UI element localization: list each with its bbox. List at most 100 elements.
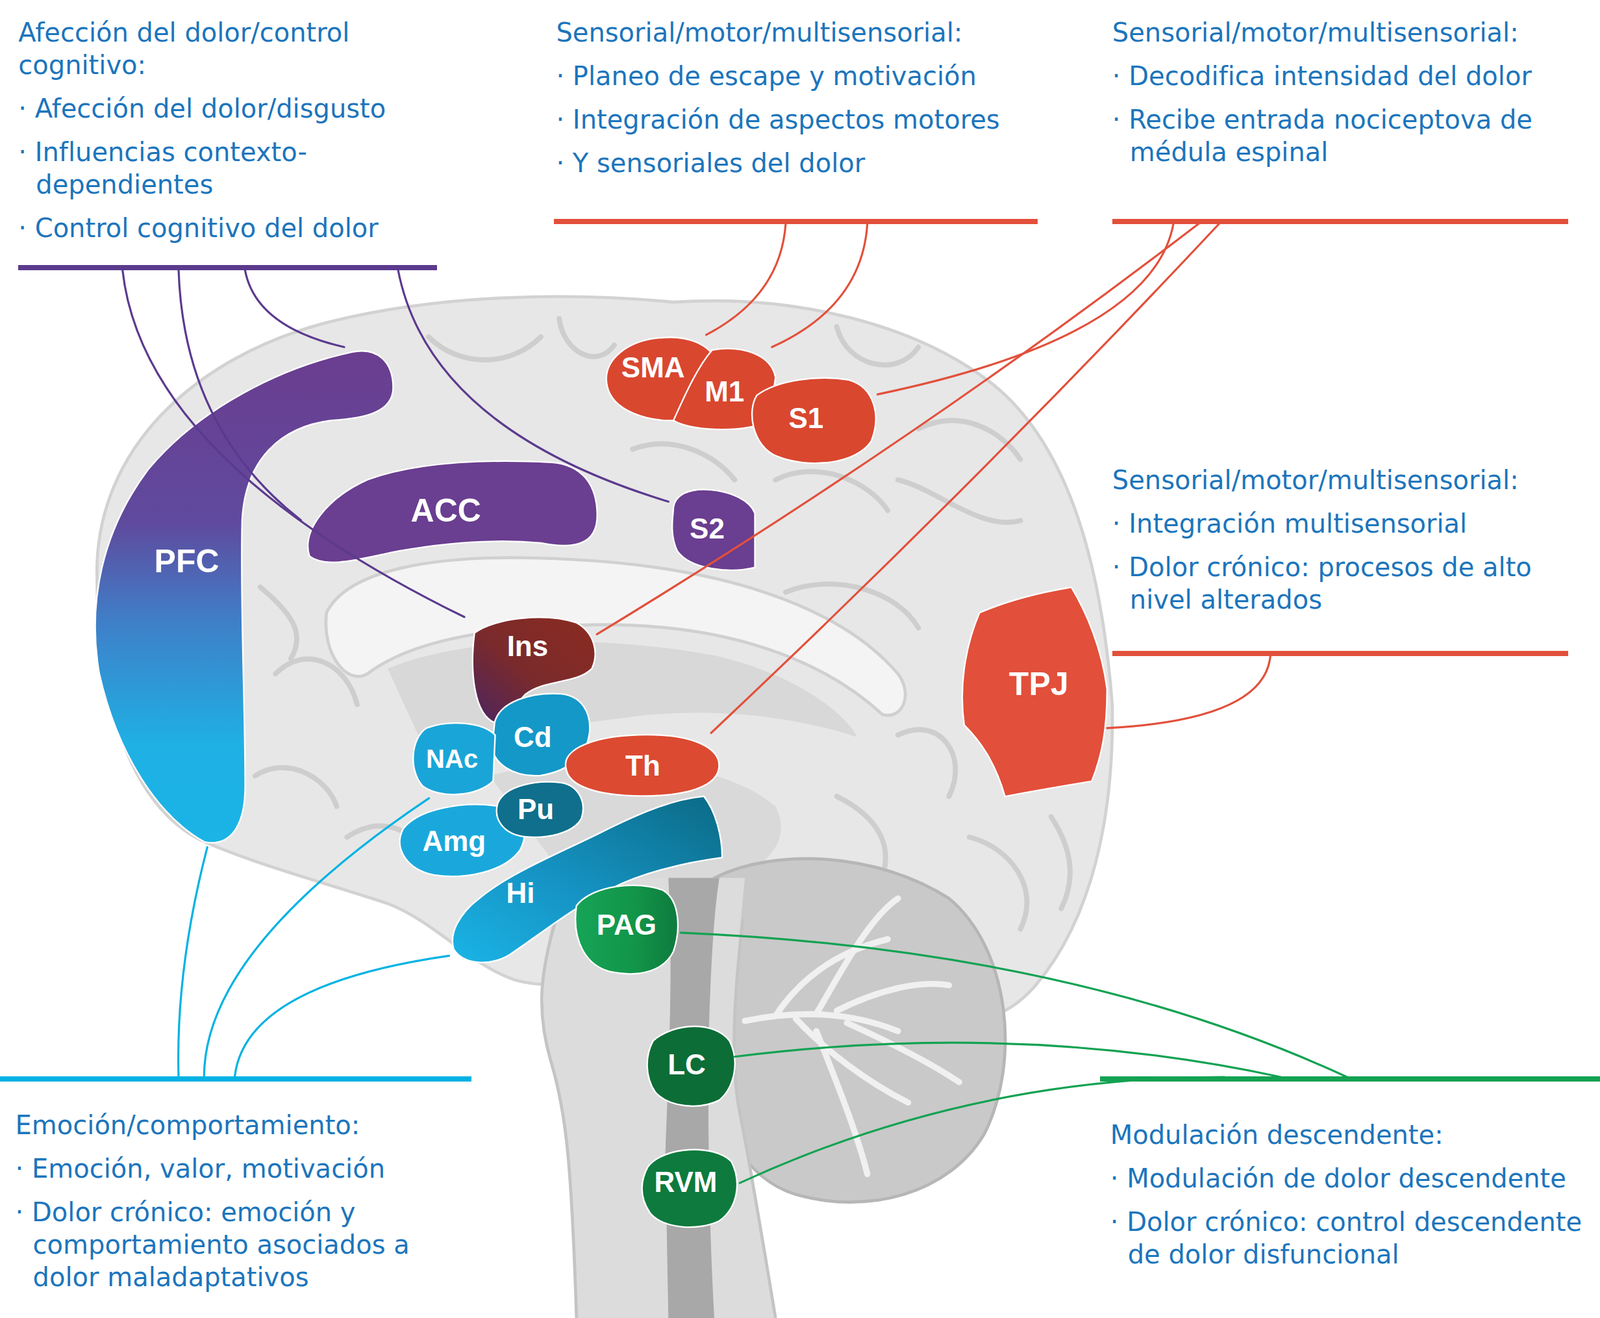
bullet-text: · Decodifica intensidad del dolor <box>1112 59 1569 93</box>
region-outline <box>647 1025 736 1106</box>
gyrus-line <box>918 420 1021 460</box>
leader-line <box>244 269 345 348</box>
bullet-text: · Control cognitivo del dolor <box>18 211 437 245</box>
group-heading: Emoción/comportamiento: <box>15 1108 472 1141</box>
gyrus-line <box>255 767 338 807</box>
gyrus-line <box>260 587 297 659</box>
brain-region: PAG <box>566 879 681 977</box>
region-outline <box>94 351 393 843</box>
region-label: NAc <box>425 745 478 772</box>
brain-region: ACC <box>301 459 598 562</box>
annotation-group: Emoción/comportamiento: · Emoción, valor,… <box>0 1075 472 1293</box>
leader-line <box>772 223 868 347</box>
region-label: Cd <box>513 722 552 752</box>
region-label: TPJ <box>1009 667 1069 700</box>
brainstem <box>543 877 776 1318</box>
arbor-branch <box>775 938 888 1016</box>
region-label: Th <box>625 751 661 780</box>
brainstem-edge <box>541 918 577 1318</box>
arbor-branch <box>816 898 899 1014</box>
arbor-branch <box>744 1013 899 1031</box>
annotation-group: Sensorial/motor/multisensorial:· Planeo … <box>553 16 1038 225</box>
gyrus-line <box>969 837 1028 929</box>
region-label: LC <box>667 1050 706 1079</box>
region-label: SMA <box>621 353 686 382</box>
annotation-group: Modulación descendente: · Modulación de d… <box>1100 1075 1600 1271</box>
bullet-text: · Dolor crónico: control descendente de … <box>1110 1205 1588 1271</box>
gyrus-line <box>898 479 1021 523</box>
region-outline <box>751 377 876 463</box>
bullet-text: · Recibe entrada nociceptova de médula e… <box>1112 103 1569 169</box>
leader-line <box>122 269 465 617</box>
arbor-vitae <box>744 898 960 1174</box>
leader-line <box>680 932 1347 1077</box>
gyrus-line <box>775 471 888 511</box>
group-heading: Modulación descendente: <box>1110 1118 1588 1151</box>
gyrus-line <box>428 337 541 360</box>
brainstem-edge <box>734 918 776 1318</box>
group-heading: Sensorial/motor/multisensorial: <box>1112 463 1569 497</box>
brain-region: S2 <box>668 487 756 572</box>
brain-region: NAc <box>408 719 499 799</box>
bullet-text: · Integración multisensorial <box>1112 507 1569 540</box>
leader-line <box>178 846 208 1077</box>
bullet-text: · Emoción, valor, motivación <box>15 1151 472 1185</box>
leader-line <box>739 1076 1225 1183</box>
annotation-group: Sensorial/motor/multisensorial: · Integra… <box>1112 463 1569 656</box>
region-label: Amg <box>422 826 486 856</box>
leader-line <box>234 955 449 1077</box>
annotation-group: Afección del dolor/control cognitivo: · A… <box>18 16 437 270</box>
arbor-branch <box>837 983 950 1011</box>
group-heading: Sensorial/motor/multisensorial: <box>555 16 1038 49</box>
region-label: M1 <box>704 377 745 406</box>
bullet-text: · Afección del dolor/disgusto <box>18 92 437 125</box>
leader-line <box>734 1042 1281 1077</box>
region-outline <box>307 461 597 563</box>
bullet-text: · Y sensoriales del dolor <box>555 146 1038 180</box>
region-shape <box>87 346 393 847</box>
leader-line <box>398 269 669 502</box>
gyrus-line <box>559 318 615 357</box>
bullet-text: · Modulación de dolor descendente <box>1110 1161 1588 1195</box>
leader-line <box>1107 655 1271 728</box>
gyrus-line <box>1051 816 1071 908</box>
leader-line <box>706 223 786 335</box>
brain-region: Th <box>555 732 722 799</box>
gyrus-line <box>898 729 956 797</box>
arbor-branch <box>816 1030 868 1174</box>
gyrus-line <box>837 326 919 365</box>
brain-region: TPJ <box>959 587 1108 797</box>
gyrus-line <box>632 443 735 480</box>
region-label: ACC <box>411 494 482 527</box>
bullet-text: · Integración de aspectos motores <box>555 103 1038 136</box>
group-heading: Sensorial/motor/multisensorial: <box>1112 16 1569 49</box>
bullet-text: · Dolor crónico: procesos de alto nivel … <box>1112 550 1569 616</box>
group-heading: Afección del dolor/control cognitivo: <box>18 16 437 82</box>
brain-region: RVM <box>637 1140 740 1228</box>
region-outline <box>642 1149 738 1227</box>
region-label: Ins <box>507 631 549 661</box>
region-label: RVM <box>654 1167 718 1197</box>
region-outline <box>672 489 755 571</box>
bullet-text: · Influencias contexto-dependientes <box>18 135 437 201</box>
region-label: Hi <box>505 878 535 908</box>
leader-line <box>877 223 1174 395</box>
leader-line <box>178 269 302 521</box>
region-label: S1 <box>788 403 825 433</box>
leader-line <box>711 223 1220 733</box>
region-outline <box>496 781 584 838</box>
arbor-branch <box>796 1018 909 1103</box>
region-outline <box>575 884 678 973</box>
cerebellum <box>714 858 1006 1202</box>
region-label: PFC <box>154 544 220 578</box>
region-label: PAG <box>596 910 657 939</box>
region-outline <box>565 734 719 796</box>
region-label: Pu <box>517 794 554 824</box>
region-outline <box>962 587 1108 797</box>
brain-region: PFC <box>87 346 393 847</box>
leader-line <box>203 798 429 1077</box>
brain-region: LC <box>642 1020 735 1106</box>
region-outline <box>412 722 495 795</box>
brain-region: Pu <box>489 777 584 839</box>
